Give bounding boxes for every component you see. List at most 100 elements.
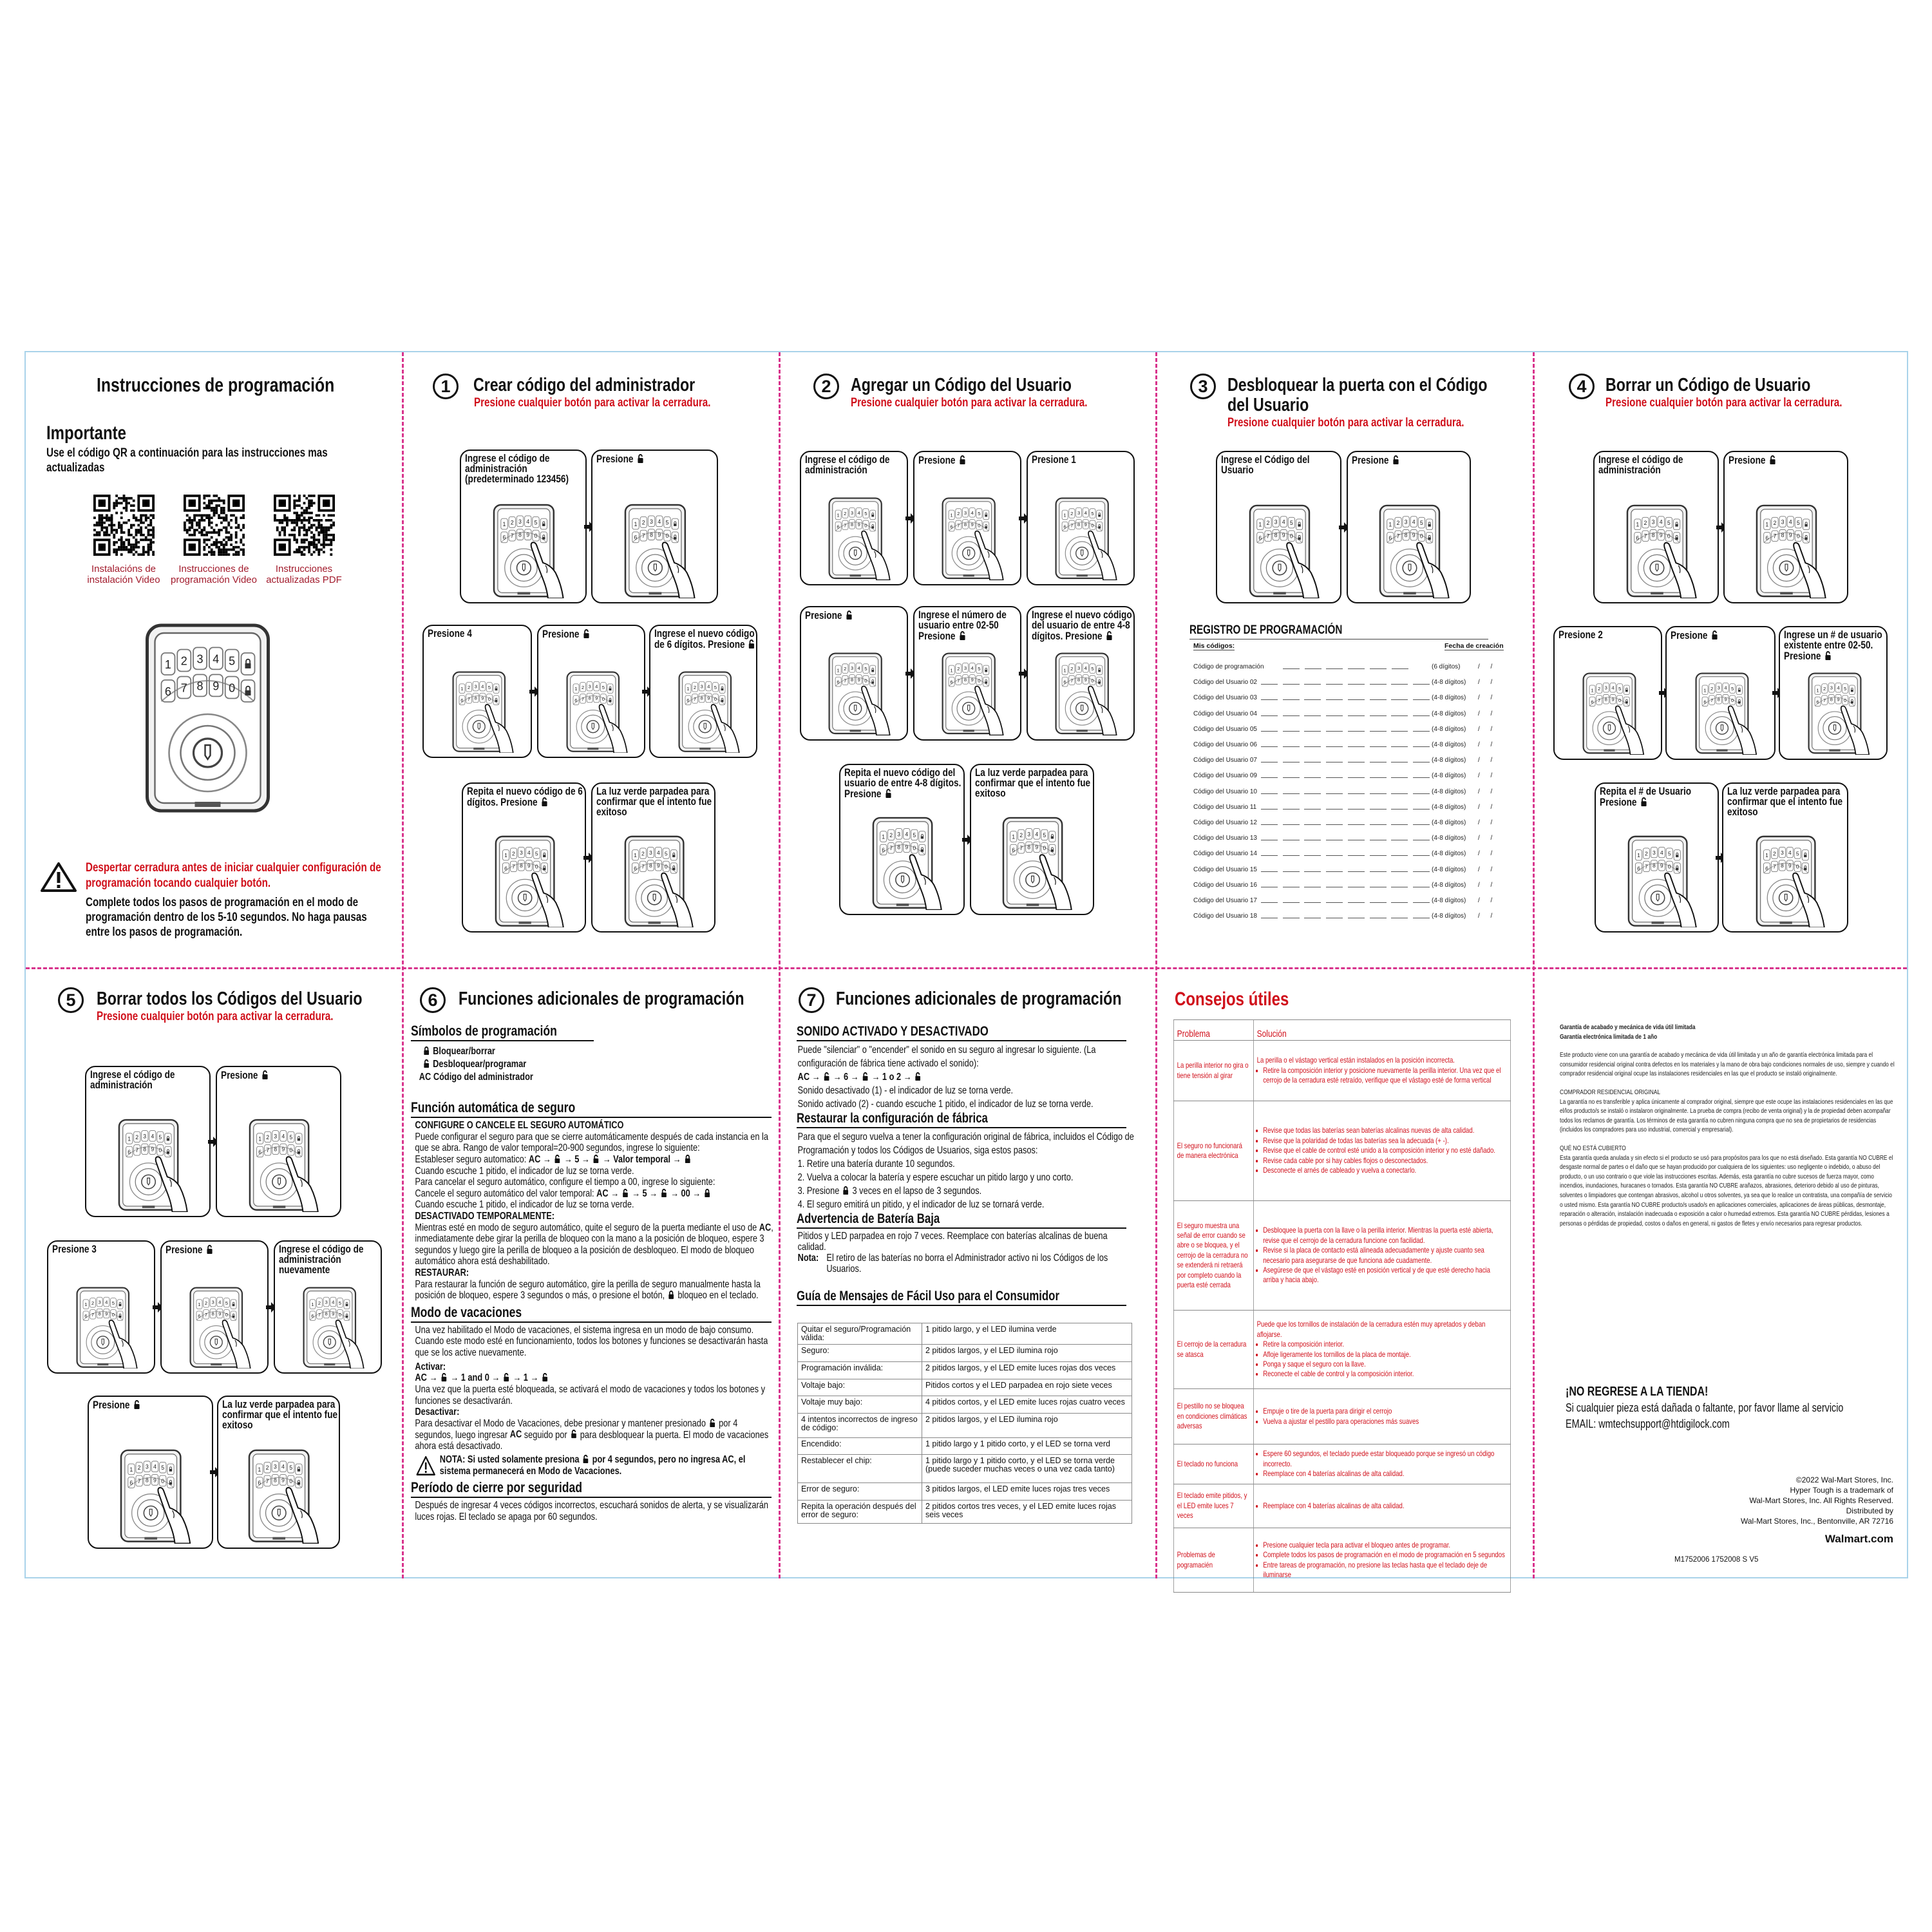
date-field[interactable]: / /	[1478, 663, 1493, 670]
digit-blank[interactable]	[1304, 730, 1321, 732]
digit-blank[interactable]	[1347, 793, 1365, 794]
digit-blank[interactable]	[1326, 793, 1343, 794]
digit-blank[interactable]	[1391, 668, 1408, 669]
digit-blank[interactable]	[1347, 855, 1365, 857]
digit-blank[interactable]	[1412, 808, 1430, 810]
digit-blank[interactable]	[1369, 730, 1387, 732]
digit-blank[interactable]	[1347, 730, 1365, 732]
digit-blank[interactable]	[1347, 902, 1365, 903]
digit-blank[interactable]	[1261, 808, 1278, 810]
digit-blank[interactable]	[1347, 684, 1365, 685]
digit-blank[interactable]	[1304, 684, 1321, 685]
digit-blank[interactable]	[1391, 871, 1408, 872]
digit-blank[interactable]	[1304, 715, 1321, 716]
digit-blank[interactable]	[1304, 902, 1321, 903]
digit-blank[interactable]	[1261, 715, 1278, 716]
digit-blank[interactable]	[1369, 715, 1387, 716]
digit-blank[interactable]	[1326, 746, 1343, 747]
digit-blank[interactable]	[1326, 855, 1343, 857]
date-field[interactable]: / /	[1478, 710, 1493, 717]
date-field[interactable]: / /	[1478, 725, 1493, 733]
digit-blank[interactable]	[1369, 668, 1387, 669]
digit-blank[interactable]	[1347, 746, 1365, 747]
digit-blank[interactable]	[1391, 855, 1408, 857]
digit-blank[interactable]	[1412, 777, 1430, 779]
digit-blank[interactable]	[1261, 746, 1278, 747]
digit-blank[interactable]	[1261, 684, 1278, 685]
digit-blank[interactable]	[1347, 777, 1365, 779]
digit-blank[interactable]	[1412, 715, 1430, 716]
digit-blank[interactable]	[1261, 824, 1278, 825]
date-field[interactable]: / /	[1478, 835, 1493, 842]
digit-blank[interactable]	[1391, 777, 1408, 779]
digit-blank[interactable]	[1283, 668, 1300, 669]
digit-blank[interactable]	[1282, 684, 1300, 685]
digit-blank[interactable]	[1412, 855, 1430, 857]
digit-blank[interactable]	[1282, 730, 1300, 732]
digit-blank[interactable]	[1391, 746, 1408, 747]
date-field[interactable]: / /	[1478, 881, 1493, 889]
digit-blank[interactable]	[1326, 715, 1343, 716]
digit-blank[interactable]	[1326, 730, 1343, 732]
digit-blank[interactable]	[1282, 715, 1300, 716]
digit-blank[interactable]	[1326, 824, 1343, 825]
digit-blank[interactable]	[1369, 808, 1387, 810]
digit-blank[interactable]	[1326, 668, 1343, 669]
digit-blank[interactable]	[1391, 808, 1408, 810]
qr-code-updated-pdf[interactable]	[274, 495, 335, 556]
digit-blank[interactable]	[1391, 684, 1408, 685]
digit-blank[interactable]	[1412, 793, 1430, 794]
digit-blank[interactable]	[1412, 746, 1430, 747]
digit-blank[interactable]	[1261, 730, 1278, 732]
digit-blank[interactable]	[1369, 855, 1387, 857]
date-field[interactable]: / /	[1478, 850, 1493, 858]
date-field[interactable]: / /	[1478, 913, 1493, 920]
digit-blank[interactable]	[1369, 746, 1387, 747]
digit-blank[interactable]	[1347, 824, 1365, 825]
digit-blank[interactable]	[1304, 808, 1321, 810]
digit-blank[interactable]	[1261, 793, 1278, 794]
digit-blank[interactable]	[1391, 715, 1408, 716]
digit-blank[interactable]	[1347, 715, 1365, 716]
digit-blank[interactable]	[1304, 871, 1321, 872]
digit-blank[interactable]	[1347, 699, 1365, 701]
digit-blank[interactable]	[1369, 824, 1387, 825]
date-field[interactable]: / /	[1478, 819, 1493, 826]
digit-blank[interactable]	[1412, 824, 1430, 825]
digit-blank[interactable]	[1347, 808, 1365, 810]
digit-blank[interactable]	[1369, 793, 1387, 794]
qr-code-install-video[interactable]	[93, 495, 155, 556]
digit-blank[interactable]	[1391, 824, 1408, 825]
digit-blank[interactable]	[1282, 699, 1300, 701]
digit-blank[interactable]	[1412, 684, 1430, 685]
digit-blank[interactable]	[1282, 855, 1300, 857]
digit-blank[interactable]	[1369, 871, 1387, 872]
date-field[interactable]: / /	[1478, 679, 1493, 687]
digit-blank[interactable]	[1412, 730, 1430, 732]
digit-blank[interactable]	[1412, 871, 1430, 872]
digit-blank[interactable]	[1304, 668, 1321, 669]
date-field[interactable]: / /	[1478, 694, 1493, 702]
date-field[interactable]: / /	[1478, 741, 1493, 748]
digit-blank[interactable]	[1391, 793, 1408, 794]
digit-blank[interactable]	[1326, 777, 1343, 779]
digit-blank[interactable]	[1369, 684, 1387, 685]
digit-blank[interactable]	[1304, 777, 1321, 779]
digit-blank[interactable]	[1261, 855, 1278, 857]
digit-blank[interactable]	[1412, 699, 1430, 701]
digit-blank[interactable]	[1347, 871, 1365, 872]
date-field[interactable]: / /	[1478, 788, 1493, 795]
date-field[interactable]: / /	[1478, 757, 1493, 764]
digit-blank[interactable]	[1326, 684, 1343, 685]
digit-blank[interactable]	[1348, 668, 1365, 669]
digit-blank[interactable]	[1282, 902, 1300, 903]
digit-blank[interactable]	[1282, 824, 1300, 825]
digit-blank[interactable]	[1282, 871, 1300, 872]
digit-blank[interactable]	[1282, 746, 1300, 747]
digit-blank[interactable]	[1391, 902, 1408, 903]
date-field[interactable]: / /	[1478, 772, 1493, 780]
digit-blank[interactable]	[1369, 777, 1387, 779]
digit-blank[interactable]	[1304, 746, 1321, 747]
date-field[interactable]: / /	[1478, 866, 1493, 873]
support-email[interactable]: EMAIL: wmtechsupport@htdigilock.com	[1566, 1417, 1730, 1430]
